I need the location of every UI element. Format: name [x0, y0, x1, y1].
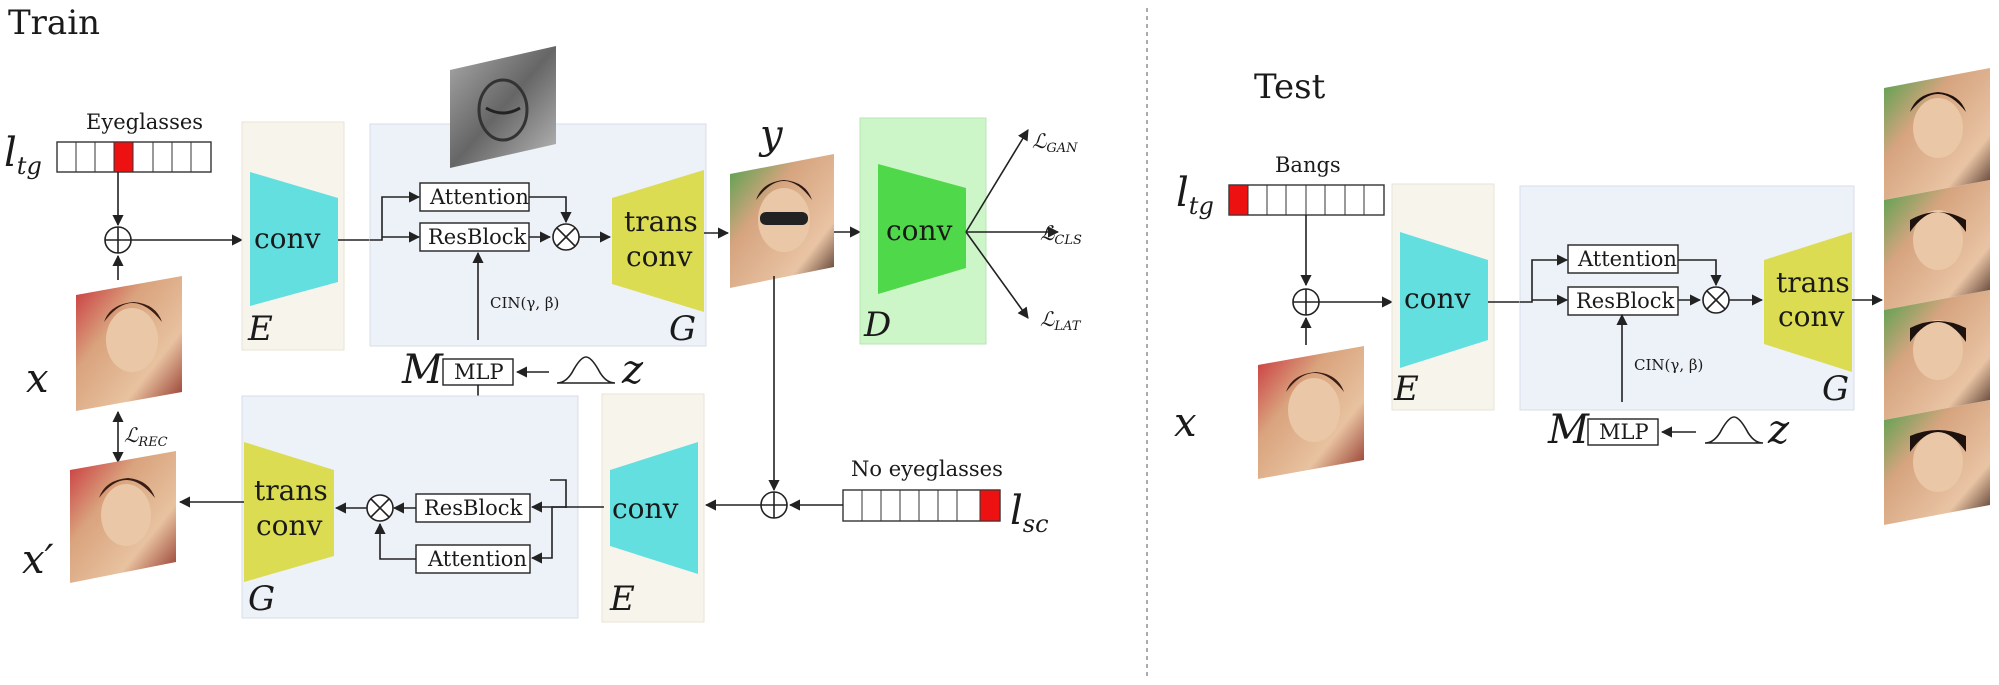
train-x-prime-label: x′	[22, 537, 54, 583]
test-encoder-label: E	[1393, 369, 1419, 409]
train-concat-op-1	[104, 226, 132, 254]
train-mlp-label: MLP	[454, 360, 504, 384]
test-concat-op	[1292, 288, 1320, 316]
train-attention-block-2	[415, 544, 531, 574]
test-trans-conv	[1764, 232, 1852, 372]
test-multiply-op	[1702, 286, 1730, 314]
train-discriminator-conv	[878, 164, 966, 294]
train-target-vector	[56, 141, 212, 173]
test-mlp-block	[1587, 418, 1659, 446]
test-target-vector	[1228, 184, 1385, 216]
test-cin-label: CIN(γ, β)	[1634, 356, 1703, 374]
train-discriminator-label: D	[863, 305, 891, 345]
train-disc-conv-label: conv	[886, 214, 953, 247]
test-title: Test	[1254, 67, 1326, 107]
train-multiply-op-2	[366, 494, 394, 522]
train-title: Train	[8, 3, 100, 43]
train-output-photo-y	[730, 154, 834, 288]
test-output-photos	[1884, 68, 1990, 525]
train-loss-lat: ℒLAT	[1040, 307, 1082, 334]
train-input-photo-x	[76, 276, 182, 411]
train-encoder-conv-label: conv	[254, 222, 321, 255]
train-attention-label: Attention	[429, 185, 529, 209]
train-trans-label-2: trans	[254, 474, 328, 507]
train-ltg-label: ltg	[4, 130, 42, 180]
test-x-label: x	[1174, 400, 1197, 446]
train-resblock-label: ResBlock	[428, 225, 527, 249]
test-generator-label: G	[1822, 369, 1849, 409]
train-source-vector	[842, 489, 1001, 522]
train-mlp-block	[442, 358, 514, 386]
train-z-label: z	[621, 347, 644, 393]
train-gaussian-noise-icon	[556, 356, 616, 384]
test-resblock-label: ResBlock	[1576, 289, 1675, 313]
train-trans-conv-2	[244, 442, 334, 582]
test-encoder-conv	[1400, 232, 1488, 368]
train-encoder-label-2: E	[609, 579, 635, 619]
train-trans-label: trans	[624, 205, 698, 238]
test-attention-block	[1567, 244, 1679, 274]
test-attention-label: Attention	[1577, 247, 1677, 271]
train-encoder-conv-2	[610, 442, 698, 574]
train-generator-label-2: G	[248, 579, 275, 619]
train-lsc-label: lsc	[1010, 488, 1049, 538]
train-attention-label-2: Attention	[427, 547, 527, 571]
train-attention-map-image	[450, 46, 556, 168]
train-concat-op-2	[760, 491, 788, 519]
train-reconstructed-photo	[70, 451, 176, 583]
train-encoder-conv-label-2: conv	[612, 492, 679, 525]
test-gaussian-noise-icon	[1704, 416, 1764, 444]
train-attr-target: Eyeglasses	[86, 110, 203, 134]
test-trans-conv-label: conv	[1778, 300, 1845, 333]
train-encoder-conv	[250, 172, 338, 306]
test-attr-target: Bangs	[1275, 153, 1341, 177]
train-mlp-m-label: M	[401, 347, 444, 393]
train-x-label: x	[26, 356, 49, 402]
train-generator-label: G	[669, 309, 696, 349]
train-cin-label-1: CIN(γ, β)	[490, 294, 559, 312]
train-trans-conv	[612, 170, 704, 312]
test-ltg-label: ltg	[1176, 170, 1214, 220]
train-y-label: y	[758, 112, 784, 158]
test-mlp-m-label: M	[1547, 407, 1590, 453]
train-loss-rec: ℒREC	[124, 423, 168, 450]
train-resblock	[419, 222, 530, 252]
train-trans-conv-label-2: conv	[256, 509, 323, 542]
test-mlp-label: MLP	[1599, 420, 1649, 444]
train-encoder-label: E	[247, 309, 273, 349]
train-attention-block	[419, 182, 530, 212]
train-resblock-label-2: ResBlock	[424, 496, 523, 520]
train-loss-gan: ℒGAN	[1032, 129, 1078, 156]
train-trans-conv-label: conv	[626, 240, 693, 273]
test-z-label: z	[1767, 407, 1790, 453]
test-input-photo-x	[1258, 346, 1364, 479]
train-multiply-op-1	[552, 223, 580, 251]
train-loss-cls: ℒCLS	[1040, 221, 1082, 248]
train-attr-source: No eyeglasses	[851, 457, 1003, 481]
test-trans-label: trans	[1776, 266, 1850, 299]
test-encoder-conv-label: conv	[1404, 282, 1471, 315]
